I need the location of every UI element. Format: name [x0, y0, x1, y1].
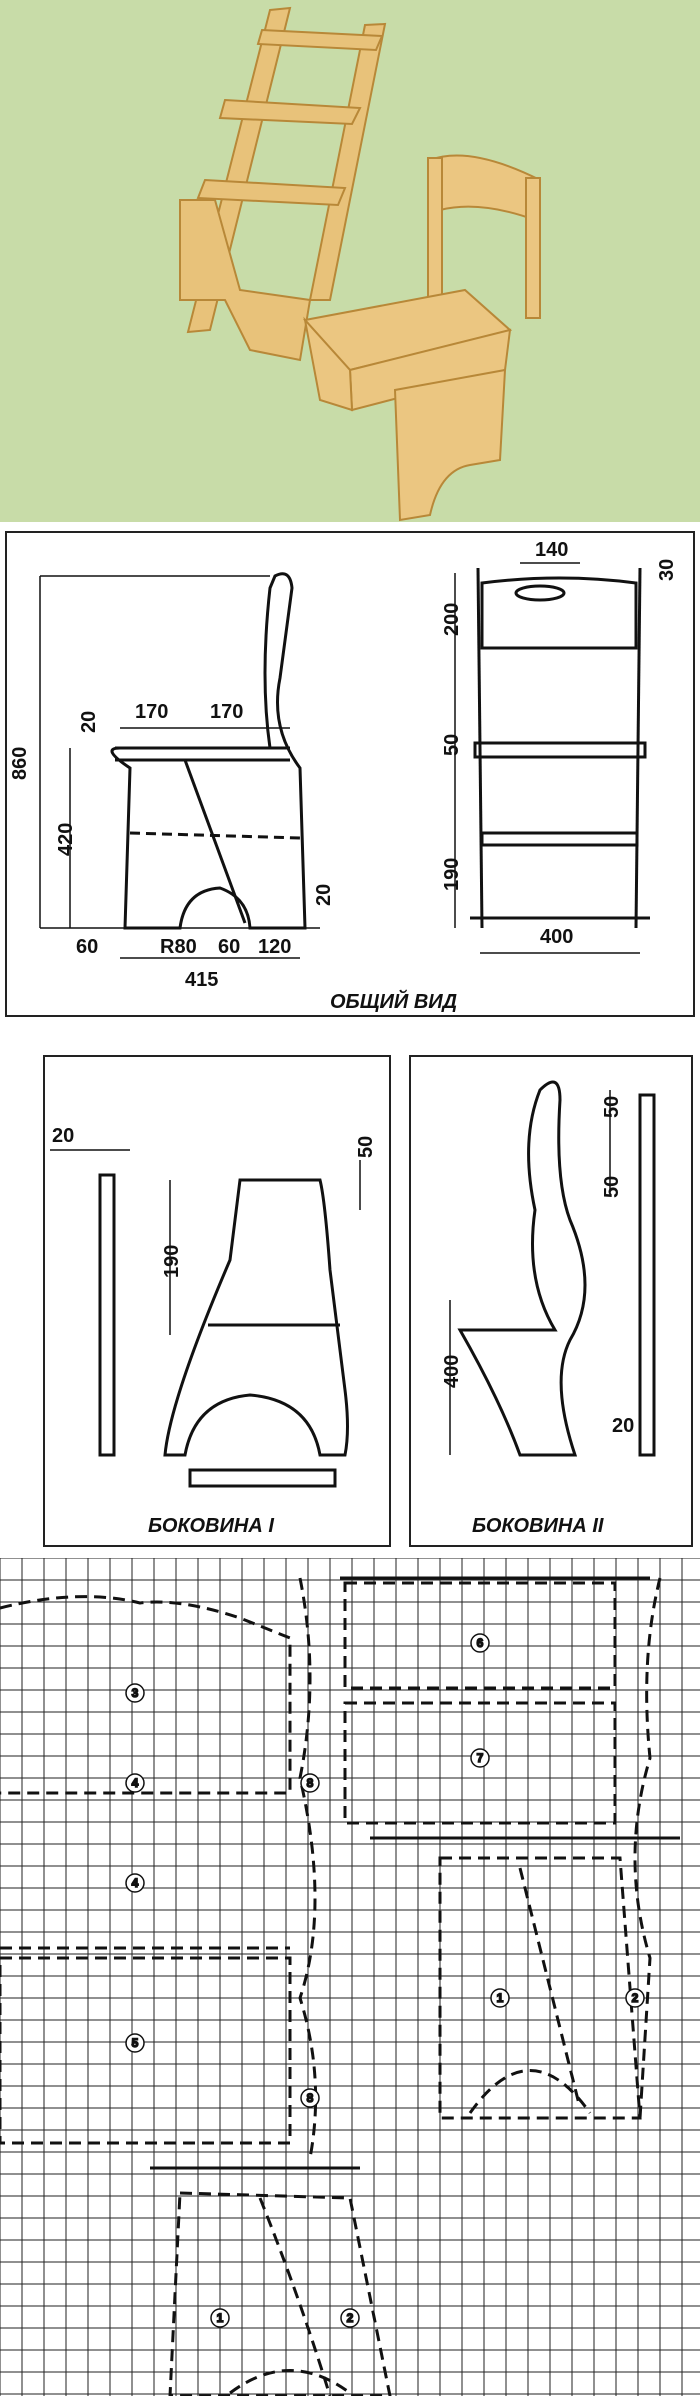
side-view [110, 572, 307, 930]
side-panels-drawing: 20 50 190 БОКОВИНА I 50 50 400 20 БОКОВИ… [0, 1050, 700, 1555]
part-number-label: 4 [132, 1876, 139, 1890]
dim-step-50: 50 [441, 734, 463, 756]
part-number-label: 8 [307, 2091, 314, 2105]
dim-s2-thickness-20: 20 [612, 1415, 634, 1437]
cutting-pattern: 3 4 4 5 6 7 8 8 1 2 1 2 [0, 1558, 700, 2396]
dim-s1-190: 190 [161, 1245, 183, 1278]
part-number-circle [125, 1683, 145, 1703]
part-number-circles: 3 4 4 5 6 7 8 8 1 2 1 2 [125, 1633, 645, 2328]
dim-depth-415: 415 [185, 969, 218, 991]
dim-s1-50: 50 [355, 1136, 377, 1158]
dim-s1-thickness-20: 20 [52, 1125, 74, 1147]
dim-step-190: 190 [441, 858, 463, 891]
part-number-circle [340, 2308, 360, 2328]
dim-seat-420: 420 [55, 823, 77, 856]
front-view-dimension-lines [454, 562, 640, 954]
part-number-circle [470, 1748, 490, 1768]
part-number-label: 1 [497, 1991, 504, 2005]
part-number-label: 3 [132, 1686, 139, 1700]
dim-s2-50-mid: 50 [601, 1176, 623, 1198]
front-view [470, 567, 650, 929]
side-view-dimension-lines [39, 575, 320, 959]
dim-handle-140: 140 [535, 539, 568, 561]
general-view-title: ОБЩИЙ ВИД [330, 989, 457, 1013]
side-one-parts [98, 1173, 349, 1488]
part-number-label: 1 [217, 2311, 224, 2325]
part-number-circle [125, 2033, 145, 2053]
dim-60-left: 60 [76, 936, 98, 958]
dim-seat-20: 20 [78, 711, 100, 733]
part-number-label: 7 [477, 1751, 484, 1765]
dim-s2-50-top: 50 [601, 1096, 623, 1118]
dim-radius-r80: R80 [160, 936, 197, 958]
part-number-circle [490, 1988, 510, 2008]
part-number-circle [300, 2088, 320, 2108]
side-two-parts [457, 1080, 656, 1457]
part-number-circle [470, 1633, 490, 1653]
dim-width-170-a: 170 [135, 701, 168, 723]
dim-s2-400: 400 [441, 1355, 463, 1388]
dim-width-400: 400 [540, 926, 573, 948]
dim-height-860: 860 [9, 747, 31, 780]
dim-width-170-b: 170 [210, 701, 243, 723]
part-number-label: 2 [347, 2311, 354, 2325]
dim-120: 120 [258, 936, 291, 958]
part-number-circle [625, 1988, 645, 2008]
part-number-label: 4 [132, 1776, 139, 1790]
product-photo [0, 0, 700, 522]
part-number-circle [210, 2308, 230, 2328]
stepladder [179, 6, 387, 362]
pattern-grid [0, 1558, 700, 2396]
pattern-outlines [0, 1577, 662, 2396]
side-two-title: БОКОВИНА II [472, 1515, 604, 1537]
part-number-circle [125, 1773, 145, 1793]
dim-foot-20: 20 [313, 884, 335, 906]
part-number-label: 2 [632, 1991, 639, 2005]
part-number-circle [300, 1773, 320, 1793]
pattern-solid-edges [150, 1576, 680, 2170]
part-number-label: 6 [477, 1636, 484, 1650]
chair [303, 154, 542, 522]
part-number-circle [125, 1873, 145, 1893]
dim-top-30: 30 [656, 559, 678, 581]
part-number-label: 8 [307, 1776, 314, 1790]
side-one-title: БОКОВИНА I [148, 1515, 274, 1537]
dim-60-right: 60 [218, 936, 240, 958]
dim-back-200: 200 [441, 603, 463, 636]
general-view-drawing: 860 420 20 170 170 20 60 R80 60 120 415 … [0, 528, 700, 1022]
photo-background [0, 0, 700, 522]
part-number-label: 5 [132, 2036, 139, 2050]
